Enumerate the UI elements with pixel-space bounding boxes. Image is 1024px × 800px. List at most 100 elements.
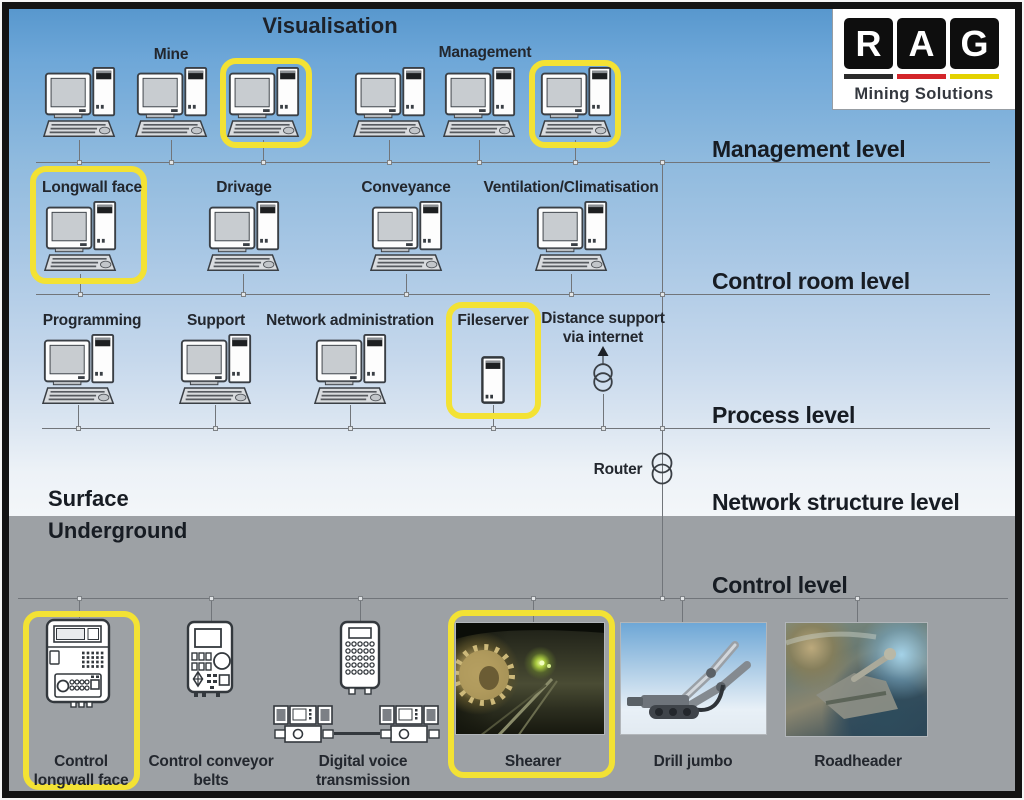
rag-logo: R A G Mining Solutions: [832, 8, 1016, 110]
stem: [360, 598, 361, 622]
label-network-administration: Network administration: [266, 312, 434, 329]
logo-bar-black: [844, 74, 893, 79]
control-room-level-line: [36, 294, 990, 295]
router-icon: [650, 452, 674, 498]
line-module-icon: [379, 704, 441, 744]
stem: [857, 598, 858, 622]
stem: [78, 405, 79, 428]
node-dot: [76, 426, 81, 431]
node-dot: [477, 160, 482, 165]
highlight-box-longwall-face: [30, 166, 147, 284]
node-dot: [261, 160, 266, 165]
workstation-icon: [134, 66, 210, 140]
stem: [603, 394, 604, 428]
node-dot: [358, 596, 363, 601]
label-longwall-face: Longwall face: [42, 179, 142, 196]
stem: [171, 140, 172, 162]
node-dot: [78, 292, 83, 297]
label-distance-support-1: Distance support: [541, 310, 665, 327]
node-dot: [660, 160, 665, 165]
node-dot: [601, 426, 606, 431]
backbone-line: [662, 162, 663, 598]
label-mine: Mine: [153, 46, 189, 63]
label-ventilation-climatisation: Ventilation/Climatisation: [483, 179, 659, 196]
management-level-line: [36, 162, 990, 163]
node-dot: [77, 160, 82, 165]
voice-phone-icon: [339, 620, 381, 698]
highlight-box-visualisation-6: [529, 60, 621, 148]
highlight-box-fileserver: [446, 302, 541, 419]
highlight-box-visualisation-3: [220, 58, 312, 148]
label-conveyance: Conveyance: [361, 179, 451, 196]
drill-jumbo-photo-detail: [627, 641, 751, 719]
rag-logo-subtitle: Mining Solutions: [854, 85, 994, 103]
stem: [389, 140, 390, 162]
highlight-box-shearer: [448, 610, 615, 778]
node-dot: [491, 426, 496, 431]
logo-bar-red: [897, 74, 946, 79]
stem: [215, 405, 216, 428]
internet-uplink-icon: [591, 346, 615, 400]
label-drivage: Drivage: [216, 179, 272, 196]
label-digital-voice-1: Digital voice: [318, 753, 408, 770]
roadheader-photo: [785, 622, 928, 737]
stem: [575, 140, 576, 162]
node-dot: [660, 426, 665, 431]
conveyor-control-unit-icon: [186, 620, 236, 700]
node-dot: [569, 292, 574, 297]
node-dot: [241, 292, 246, 297]
diagram-title: Visualisation: [262, 13, 398, 38]
logo-letter-g: G: [950, 18, 999, 69]
stem: [79, 598, 80, 618]
label-fileserver: Fileserver: [457, 312, 529, 329]
node-dot: [680, 596, 685, 601]
label-roadheader: Roadheader: [814, 753, 902, 770]
highlight-box-control-longwall: [23, 611, 140, 790]
roadheader-photo-detail: [786, 631, 898, 719]
node-dot: [213, 426, 218, 431]
logo-letter-r: R: [844, 18, 893, 69]
label-shearer: Shearer: [504, 753, 562, 770]
node-dot: [573, 160, 578, 165]
workstation-icon: [352, 66, 428, 140]
control-level-line: [18, 598, 1008, 599]
node-dot: [660, 292, 665, 297]
line-module-icon: [273, 704, 335, 744]
stem: [211, 598, 212, 622]
stem: [571, 274, 572, 294]
module-connection-line: [334, 732, 380, 735]
node-dot: [169, 160, 174, 165]
stem: [479, 140, 480, 162]
workstation-icon: [369, 200, 445, 274]
label-digital-voice-2: transmission: [315, 772, 411, 789]
node-dot: [531, 596, 536, 601]
level-label-process: Process level: [712, 402, 856, 428]
label-management-group: Management: [438, 44, 532, 61]
stem: [79, 140, 80, 162]
label-programming: Programming: [42, 312, 142, 329]
level-label-control-room: Control room level: [712, 268, 910, 294]
label-router: Router: [593, 461, 643, 478]
workstation-icon: [42, 66, 118, 140]
workstation-icon: [534, 200, 610, 274]
level-label-control: Control level: [712, 572, 848, 598]
workstation-icon: [41, 333, 117, 407]
shearer-photo-detail: [456, 623, 604, 734]
stem: [243, 274, 244, 294]
node-dot: [77, 596, 82, 601]
workstation-icon: [178, 333, 254, 407]
rag-logo-bars: [844, 74, 999, 79]
level-label-management: Management level: [712, 136, 906, 162]
zone-label-underground: Underground: [48, 518, 188, 543]
level-label-network-structure: Network structure level: [712, 489, 960, 515]
label-control-longwall-2: longwall face: [33, 772, 129, 789]
workstation-icon: [442, 66, 518, 140]
node-dot: [348, 426, 353, 431]
stem: [350, 405, 351, 428]
label-control-conveyor-1: Control conveyor: [148, 753, 274, 770]
node-dot: [660, 596, 665, 601]
stem: [682, 598, 683, 622]
drill-jumbo-photo: [620, 622, 767, 735]
label-support: Support: [186, 312, 246, 329]
